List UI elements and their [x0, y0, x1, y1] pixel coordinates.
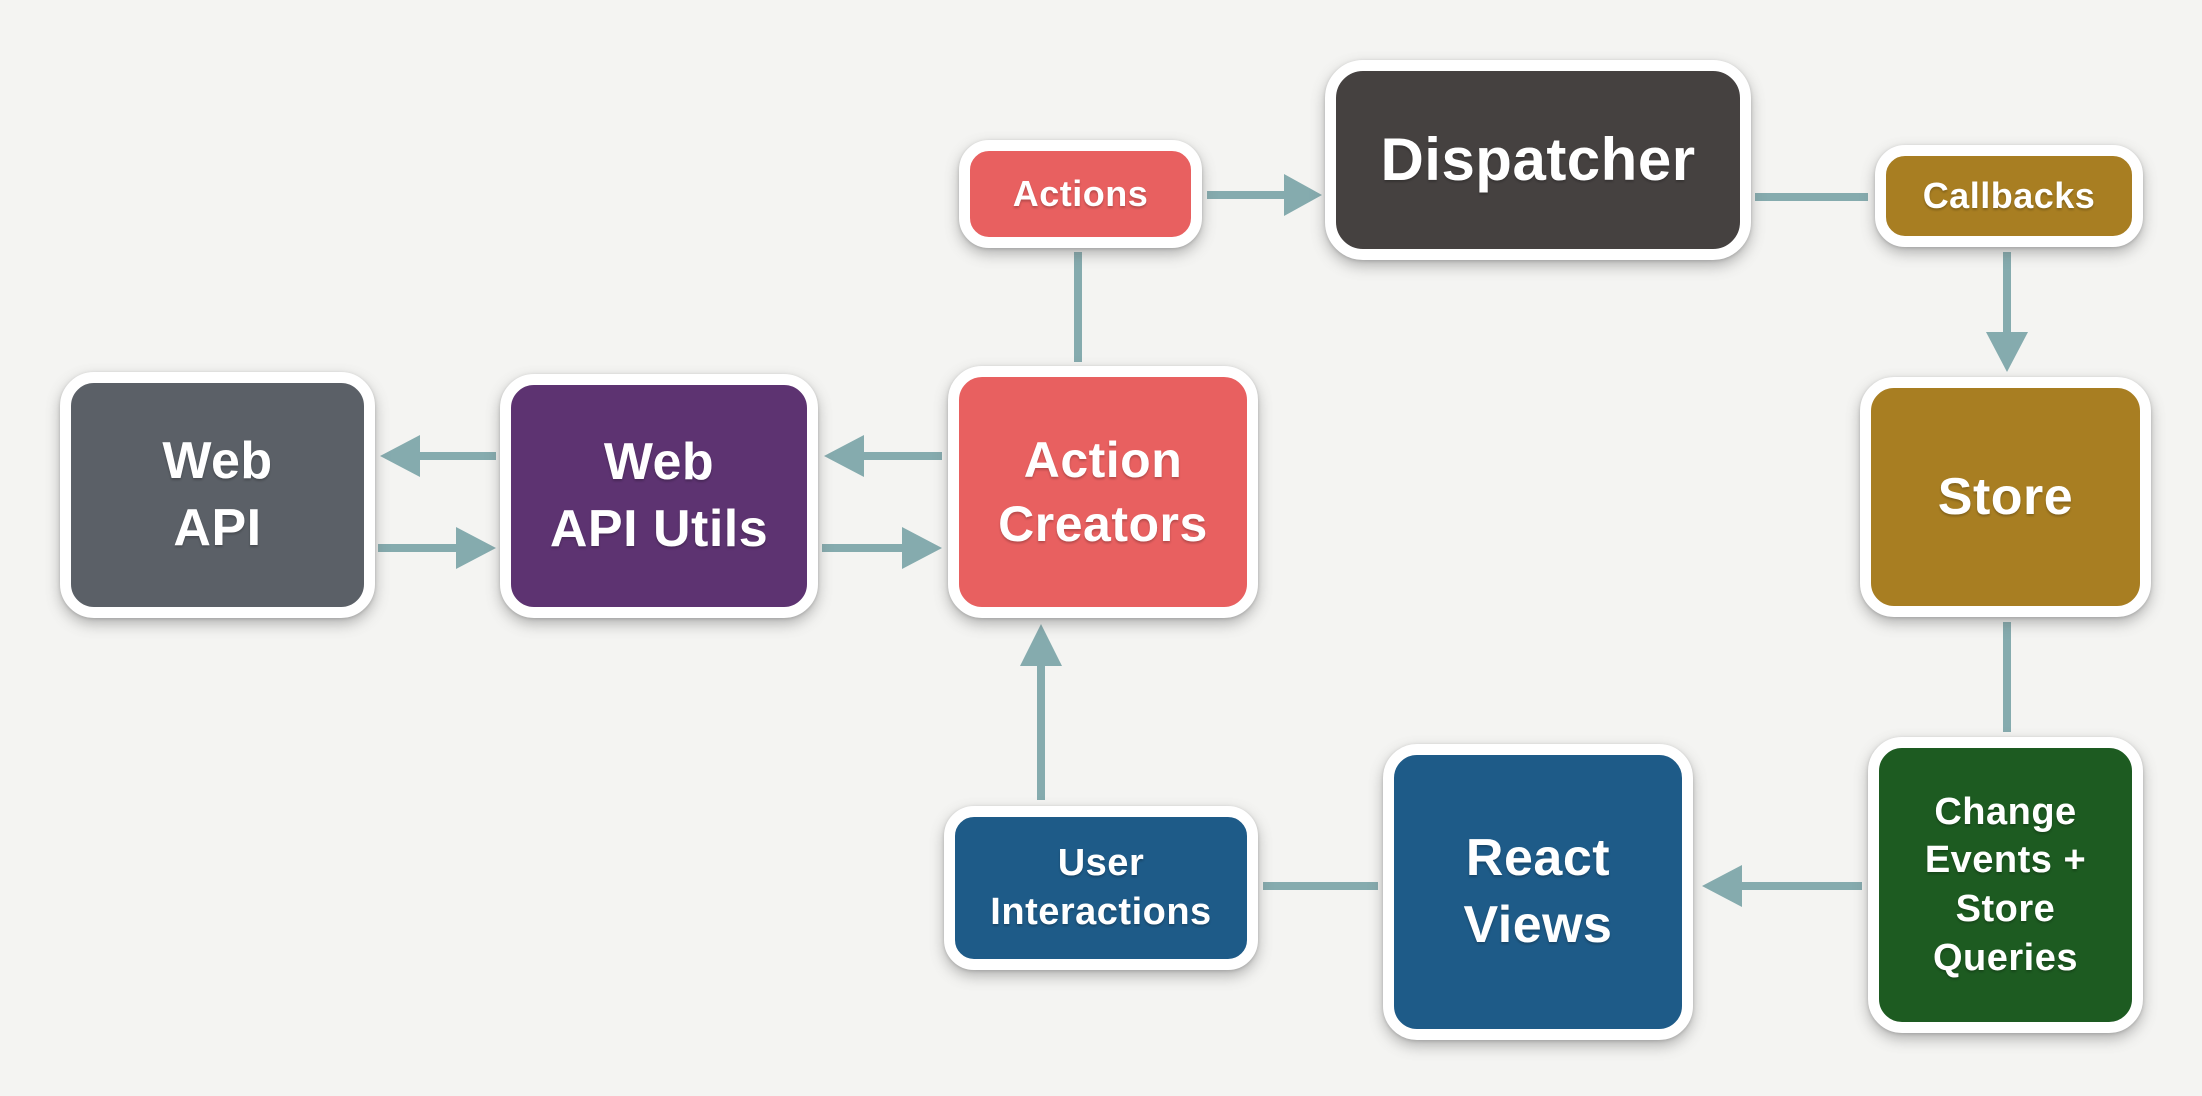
node-web-api-utils: Web API Utils [500, 374, 818, 618]
node-store: Store [1860, 377, 2151, 617]
arrowhead-down-icon [1986, 332, 2028, 372]
connector-user-interactions-action-creators [1020, 624, 1062, 800]
arrowhead-right-icon [1284, 174, 1322, 216]
node-react-views: React Views [1383, 744, 1693, 1040]
connector-web-api-utils-web-api [380, 435, 496, 477]
arrowhead-right-icon [456, 527, 496, 569]
connector-change-events-react-views [1702, 865, 1862, 907]
node-web-api: Web API [60, 372, 375, 618]
arrowhead-left-icon [1702, 865, 1742, 907]
arrowhead-left-icon [380, 435, 420, 477]
connector-web-api-utils-action-creators [822, 527, 942, 569]
connector-action-creators-web-api-utils [824, 435, 942, 477]
arrowhead-right-icon [902, 527, 942, 569]
connector-callbacks-store [1986, 252, 2028, 372]
node-action-creators: Action Creators [948, 366, 1258, 618]
node-change-events-store-queries: Change Events + Store Queries [1868, 737, 2143, 1033]
node-dispatcher: Dispatcher [1325, 60, 1751, 260]
node-callbacks: Callbacks [1875, 145, 2143, 247]
node-actions: Actions [959, 140, 1202, 248]
connector-actions-dispatcher [1207, 174, 1322, 216]
connector-web-api-web-api-utils [378, 527, 496, 569]
node-user-interactions: User Interactions [944, 806, 1258, 970]
arrowhead-up-icon [1020, 624, 1062, 666]
arrowhead-left-icon [824, 435, 864, 477]
